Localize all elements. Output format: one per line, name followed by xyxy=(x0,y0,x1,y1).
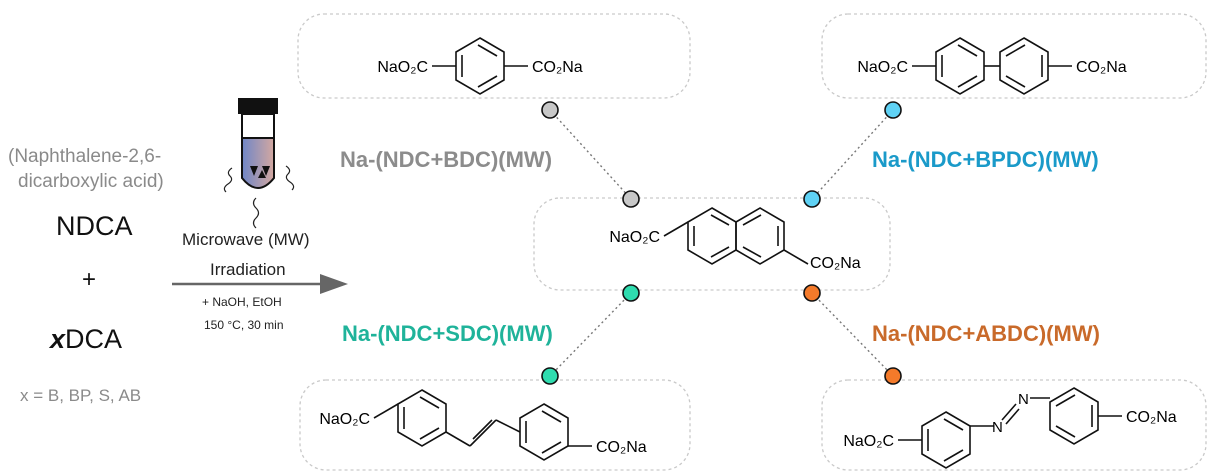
molecule-ndc xyxy=(663,207,809,265)
reaction-arrow xyxy=(172,274,348,294)
molecule-sdc xyxy=(373,389,592,461)
bdc-left-group: NaO₂C xyxy=(377,59,428,76)
product-label-abdc: Na-(NDC+ABDC)(MW) xyxy=(872,321,1100,346)
node-abdc-bottom xyxy=(884,367,902,385)
condition-reagents: + NaOH, EtOH xyxy=(202,295,282,309)
product-label-sdc: Na-(NDC+SDC)(MW) xyxy=(342,321,553,346)
bpdc-right-group: CO₂Na xyxy=(1076,59,1127,76)
molecule-abdc xyxy=(898,387,1122,469)
sdc-left-group: NaO₂C xyxy=(319,411,370,428)
box-ndc-center xyxy=(533,197,891,291)
bpdc-left-group: NaO₂C xyxy=(857,59,908,76)
xdca-x: x xyxy=(50,324,66,354)
node-sdc-bottom xyxy=(541,367,559,385)
node-bpdc-top xyxy=(884,101,902,119)
connector-sdc xyxy=(549,292,632,377)
abdc-left-group: NaO₂C xyxy=(843,433,894,450)
product-label-bdc: Na-(NDC+BDC)(MW) xyxy=(340,147,553,172)
box-abdc xyxy=(821,379,1207,471)
abdc-n1: N xyxy=(992,419,1003,436)
connector-bpdc xyxy=(811,109,894,200)
sdc-right-group: CO₂Na xyxy=(596,439,647,456)
product-label-bpdc: Na-(NDC+BPDC)(MW) xyxy=(872,147,1099,172)
condition-irradiation: Irradiation xyxy=(210,260,286,279)
ndca-label: NDCA xyxy=(56,211,133,241)
abdc-right-group: CO₂Na xyxy=(1126,409,1177,426)
connector-abdc xyxy=(811,292,894,377)
molecule-bpdc xyxy=(912,37,1072,95)
box-bdc xyxy=(297,13,691,99)
node-abdc-center xyxy=(803,284,821,302)
molecule-bdc xyxy=(432,37,528,95)
box-sdc xyxy=(299,379,691,471)
xdca-label: xDCA xyxy=(50,324,122,355)
connector-bdc xyxy=(549,109,632,200)
node-bdc-top xyxy=(541,101,559,119)
microwave-tube-icon xyxy=(223,98,295,229)
node-bpdc-center xyxy=(803,190,821,208)
ndc-left-group: NaO₂C xyxy=(609,229,660,246)
condition-temperature: 150 °C, 30 min xyxy=(204,318,284,332)
reactant-note-line1: (Naphthalene-2,6- xyxy=(8,146,162,167)
box-bpdc xyxy=(821,13,1207,99)
condition-microwave: Microwave (MW) xyxy=(182,230,310,249)
node-sdc-center xyxy=(622,284,640,302)
node-bdc-center xyxy=(622,190,640,208)
ndc-right-group: CO₂Na xyxy=(810,255,861,272)
reactant-note-line2: dicarboxylic acid) xyxy=(18,171,164,192)
xdca-rest: DCA xyxy=(65,324,123,354)
plus-sign: + xyxy=(82,266,97,293)
x-definition: x = B, BP, S, AB xyxy=(20,386,142,405)
bdc-right-group: CO₂Na xyxy=(532,59,583,76)
abdc-n2: N xyxy=(1018,391,1029,408)
